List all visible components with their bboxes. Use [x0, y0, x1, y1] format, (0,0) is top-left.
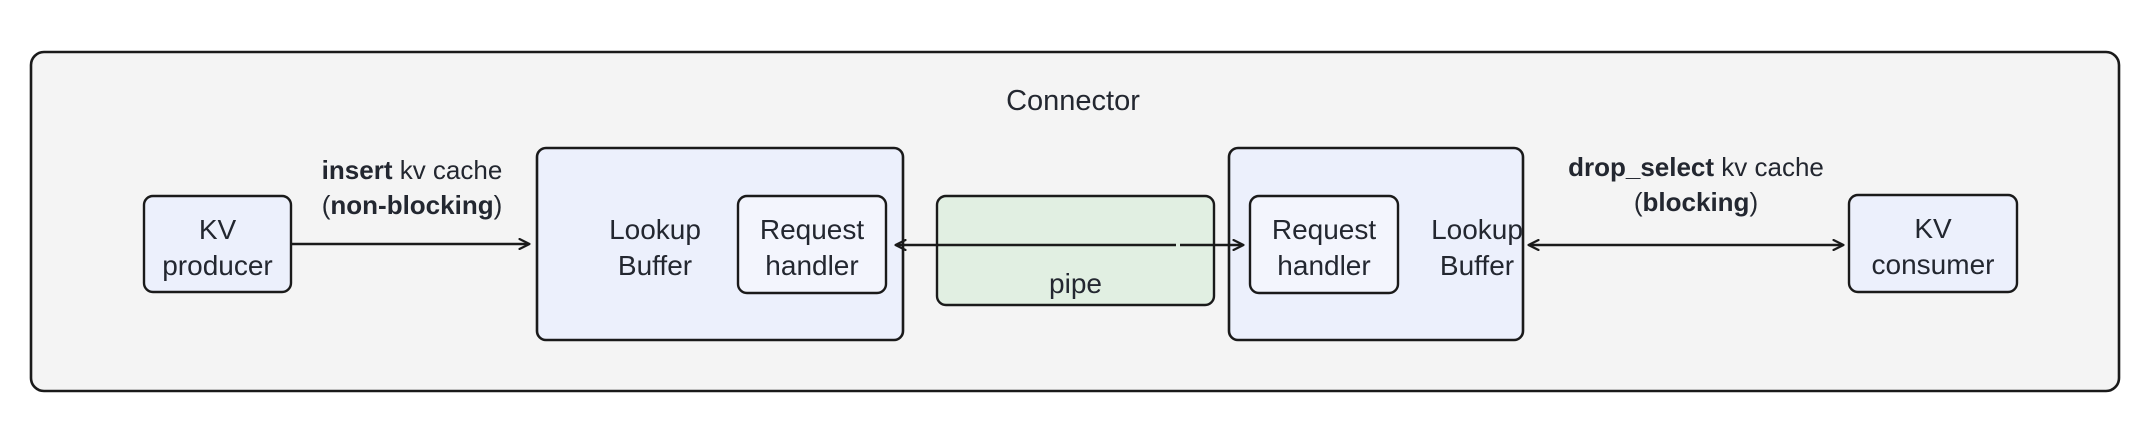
request-handler-left-node[interactable]	[736, 194, 888, 295]
pipe-node[interactable]	[935, 194, 1216, 307]
kv-producer-node[interactable]	[142, 194, 293, 294]
request-handler-right-node[interactable]	[1248, 194, 1400, 295]
kv-consumer-node[interactable]	[1847, 193, 2019, 294]
